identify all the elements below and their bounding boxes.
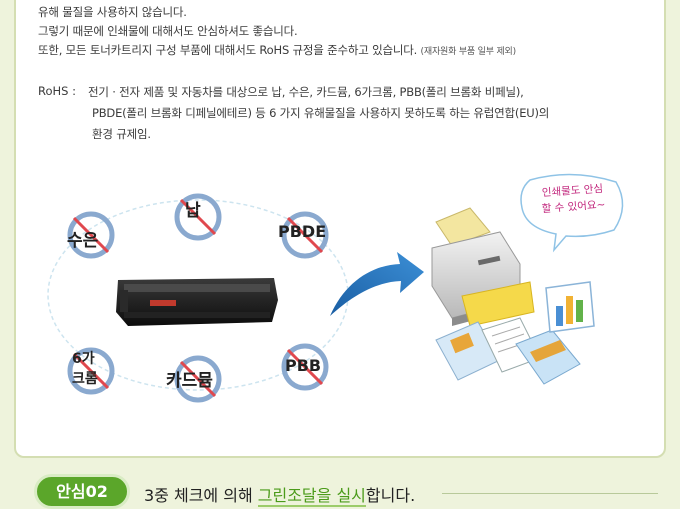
intro-line-1: 유해 물질을 사용하지 않습니다. <box>38 5 187 19</box>
pbde-label: PBDE <box>278 222 327 241</box>
bar-chart-icon <box>545 281 595 333</box>
cadmium-label: 카드뮴 <box>166 371 213 391</box>
no-symbol-icon <box>281 343 329 391</box>
no-symbol-icon <box>281 211 329 259</box>
intro-line-3-note: (재자원화 부품 일부 제외) <box>420 47 517 57</box>
mercury-label: 수은 <box>67 231 99 251</box>
documents-icon <box>435 317 581 385</box>
section-heading-highlight: 그린조달을 실시 <box>257 486 366 507</box>
speech-bubble-text: 인쇄물도 안심 할 수 있어요~ <box>527 180 619 218</box>
toner-cartridge-icon <box>116 278 278 326</box>
lead-label: 납 <box>185 201 201 221</box>
intro-line-3-text: 또한, 모든 토너카트리지 구성 부품에 대해서도 RoHS 규정을 준수하고 … <box>38 43 418 57</box>
rohs-label: RoHS : <box>38 84 76 98</box>
section-badge: 안심02 <box>34 474 130 509</box>
section-heading-prefix: 3중 체크에 의해 <box>144 486 258 505</box>
speech-bubble <box>520 173 624 253</box>
intro-line-3: 또한, 모든 토너카트리지 구성 부품에 대해서도 RoHS 규정을 준수하고 … <box>38 42 516 58</box>
chromium-label-line-1: 6가 <box>72 351 95 367</box>
rohs-diagram <box>47 173 624 391</box>
heading-divider <box>442 493 658 494</box>
arrow-right-icon <box>330 252 424 316</box>
pbb-label: PBB <box>285 356 322 375</box>
rohs-line-3: 환경 규제임. <box>92 127 151 141</box>
section-heading-suffix: 합니다. <box>365 486 416 505</box>
printer-icon <box>431 207 535 327</box>
rohs-line-2: PBDE(폴리 브롬화 디페닐에테르) 등 6 가지 유해물질을 사용하지 못하… <box>92 106 550 120</box>
rohs-line-1: 전기 · 전자 제품 및 자동차를 대상으로 납, 수은, 카드뮴, 6가크롬,… <box>88 85 524 99</box>
no-symbol-icon <box>174 355 222 403</box>
no-symbol-icon <box>174 193 222 241</box>
chromium-label-line-2: 크롬 <box>72 371 98 387</box>
no-symbol-icon <box>67 347 115 395</box>
no-symbol-icon <box>67 211 115 259</box>
intro-line-2: 그렇기 때문에 인쇄물에 대해서도 안심하셔도 좋습니다. <box>38 24 298 38</box>
section-heading: 3중 체크에 의해 그린조달을 실시합니다. <box>144 482 416 507</box>
